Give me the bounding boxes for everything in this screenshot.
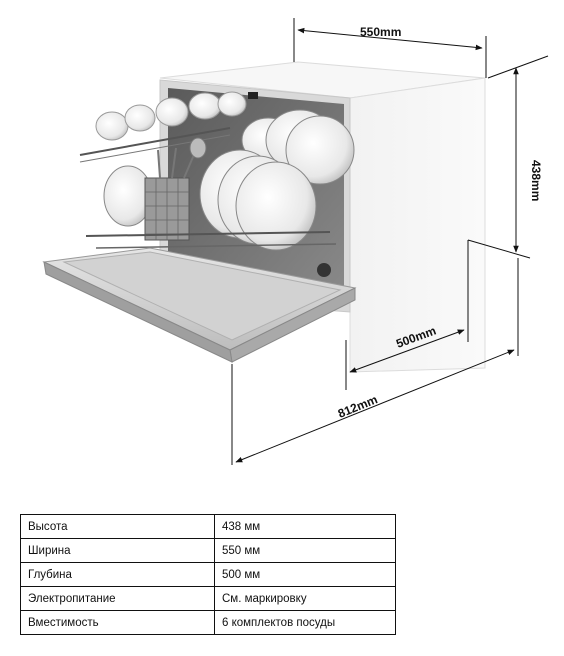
table-row: Электропитание См. маркировку: [20, 586, 396, 611]
spec-value: 500 мм: [214, 562, 396, 587]
lower-rack: [85, 137, 337, 297]
dimension-lines: [231, 18, 549, 465]
depth-open-dimension-label: 812mm: [336, 392, 380, 420]
spec-label: Глубина: [20, 562, 215, 587]
control-panel-icon: [248, 92, 258, 99]
specs-table: Высота 438 мм Ширина 550 мм Глубина 500 …: [20, 514, 396, 635]
spec-label: Электропитание: [20, 586, 215, 611]
spec-value: 438 мм: [214, 514, 396, 539]
width-dimension-label: 550mm: [360, 25, 401, 39]
table-row: Вместимость 6 комплектов посуды: [20, 610, 396, 635]
spec-label: Высота: [20, 514, 215, 539]
dishwasher-diagram: 550mm 438mm 500mm 812mm: [42, 18, 549, 465]
spec-value: См. маркировку: [214, 586, 396, 611]
rear-plates: [241, 109, 355, 185]
spec-value: 6 комплектов посуды: [214, 610, 396, 635]
dishwasher-illustration: [42, 61, 486, 373]
height-dimension-label: 438mm: [529, 160, 543, 201]
table-row: Ширина 550 мм: [20, 538, 396, 563]
table-row: Глубина 500 мм: [20, 562, 396, 587]
spec-label: Вместимость: [20, 610, 215, 635]
table-row: Высота 438 мм: [20, 514, 396, 539]
spec-label: Ширина: [20, 538, 215, 563]
spec-value: 550 мм: [214, 538, 396, 563]
upper-rack: [79, 91, 247, 163]
